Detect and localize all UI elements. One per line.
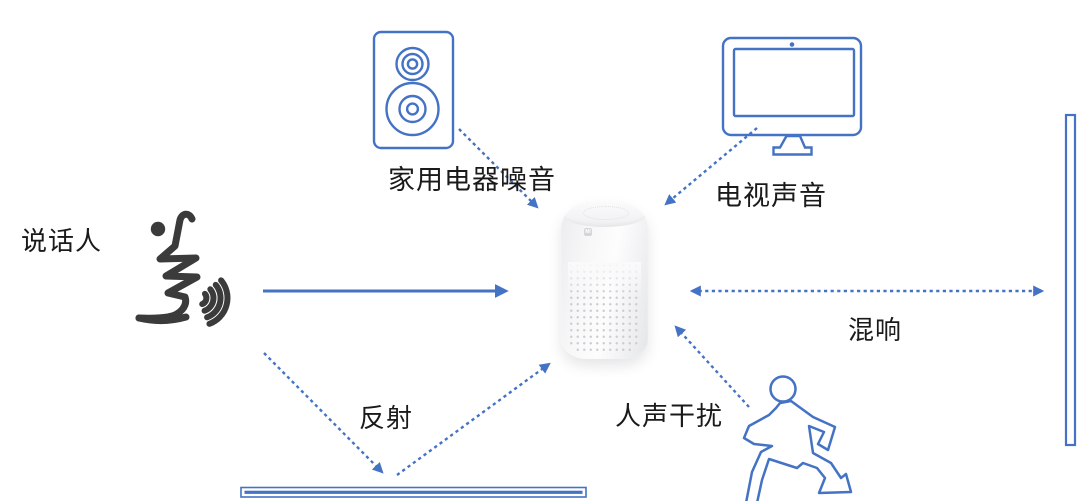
arrow-floor-to-device bbox=[396, 362, 551, 476]
tv-icon bbox=[721, 36, 863, 156]
talking-head-icon bbox=[135, 210, 231, 327]
smart-speaker-device: MI bbox=[561, 201, 648, 359]
sound-waves-icon bbox=[199, 277, 231, 327]
label-tv-sound: 电视声音 bbox=[715, 181, 827, 211]
label-appliance-noise: 家用电器噪音 bbox=[388, 165, 556, 195]
mi-logo: MI bbox=[584, 228, 592, 236]
label-reverberation: 混响 bbox=[848, 315, 903, 345]
floor-shape bbox=[240, 486, 587, 498]
wall-shape bbox=[1064, 113, 1077, 447]
label-voice-interference: 人声干扰 bbox=[615, 401, 724, 431]
speaker-grill bbox=[568, 262, 641, 354]
label-talker: 说话人 bbox=[21, 226, 103, 256]
running-person-icon bbox=[742, 375, 853, 501]
label-reflection: 反射 bbox=[359, 403, 414, 433]
arrow-talker-to-floor bbox=[263, 352, 384, 474]
smart-speaker-body: MI bbox=[561, 201, 648, 359]
loudspeaker-icon bbox=[372, 30, 455, 150]
smart-speaker-top bbox=[562, 201, 647, 227]
arrow-interferer-to-device bbox=[674, 325, 750, 408]
arrow-appliance-to-device bbox=[458, 128, 539, 209]
